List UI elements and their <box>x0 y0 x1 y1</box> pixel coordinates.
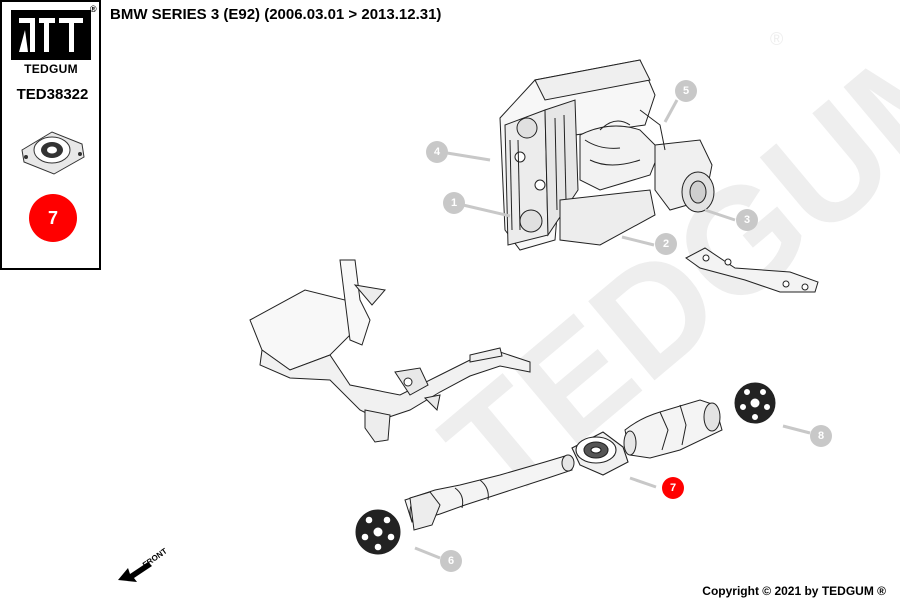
highlight-badge: 7 <box>29 194 77 242</box>
driveshaft-front-drawing <box>404 454 575 531</box>
front-indicator: FRONT <box>118 546 169 582</box>
svg-text:FRONT: FRONT <box>141 546 169 569</box>
center-bearing-drawing <box>571 431 629 476</box>
mount-bracket-drawing <box>685 247 819 293</box>
part-thumbnail-image <box>21 131 85 175</box>
callout-4[interactable]: 4 <box>426 141 448 163</box>
vehicle-title: BMW SERIES 3 (E92) (2006.03.01 > 2013.12… <box>110 6 442 23</box>
brand-name: TEDGUM <box>24 62 78 76</box>
callout-2[interactable]: 2 <box>655 233 677 255</box>
part-number: TED38322 <box>16 86 89 103</box>
callout-8[interactable]: 8 <box>810 425 832 447</box>
callout-leaders <box>414 99 811 560</box>
engine-block-drawing <box>499 59 715 251</box>
tedgum-logo <box>11 10 91 60</box>
callout-5[interactable]: 5 <box>675 80 697 102</box>
subframe-drawing <box>249 259 531 443</box>
callout-7-highlighted[interactable]: 7 <box>662 477 684 499</box>
product-sidebar: ® TEDGUM TED38322 7 <box>0 0 101 270</box>
copyright-footer: Copyright © 2021 by TEDGUM ® <box>702 584 886 598</box>
driveshaft-rear-drawing <box>623 399 723 459</box>
flex-disc-front-drawing <box>355 509 401 555</box>
callout-3[interactable]: 3 <box>736 209 758 231</box>
flex-disc-rear-drawing <box>734 382 776 424</box>
callout-1[interactable]: 1 <box>443 192 465 214</box>
registered-mark: ® <box>90 4 97 14</box>
callout-6[interactable]: 6 <box>440 550 462 572</box>
svg-text:®: ® <box>770 29 783 49</box>
